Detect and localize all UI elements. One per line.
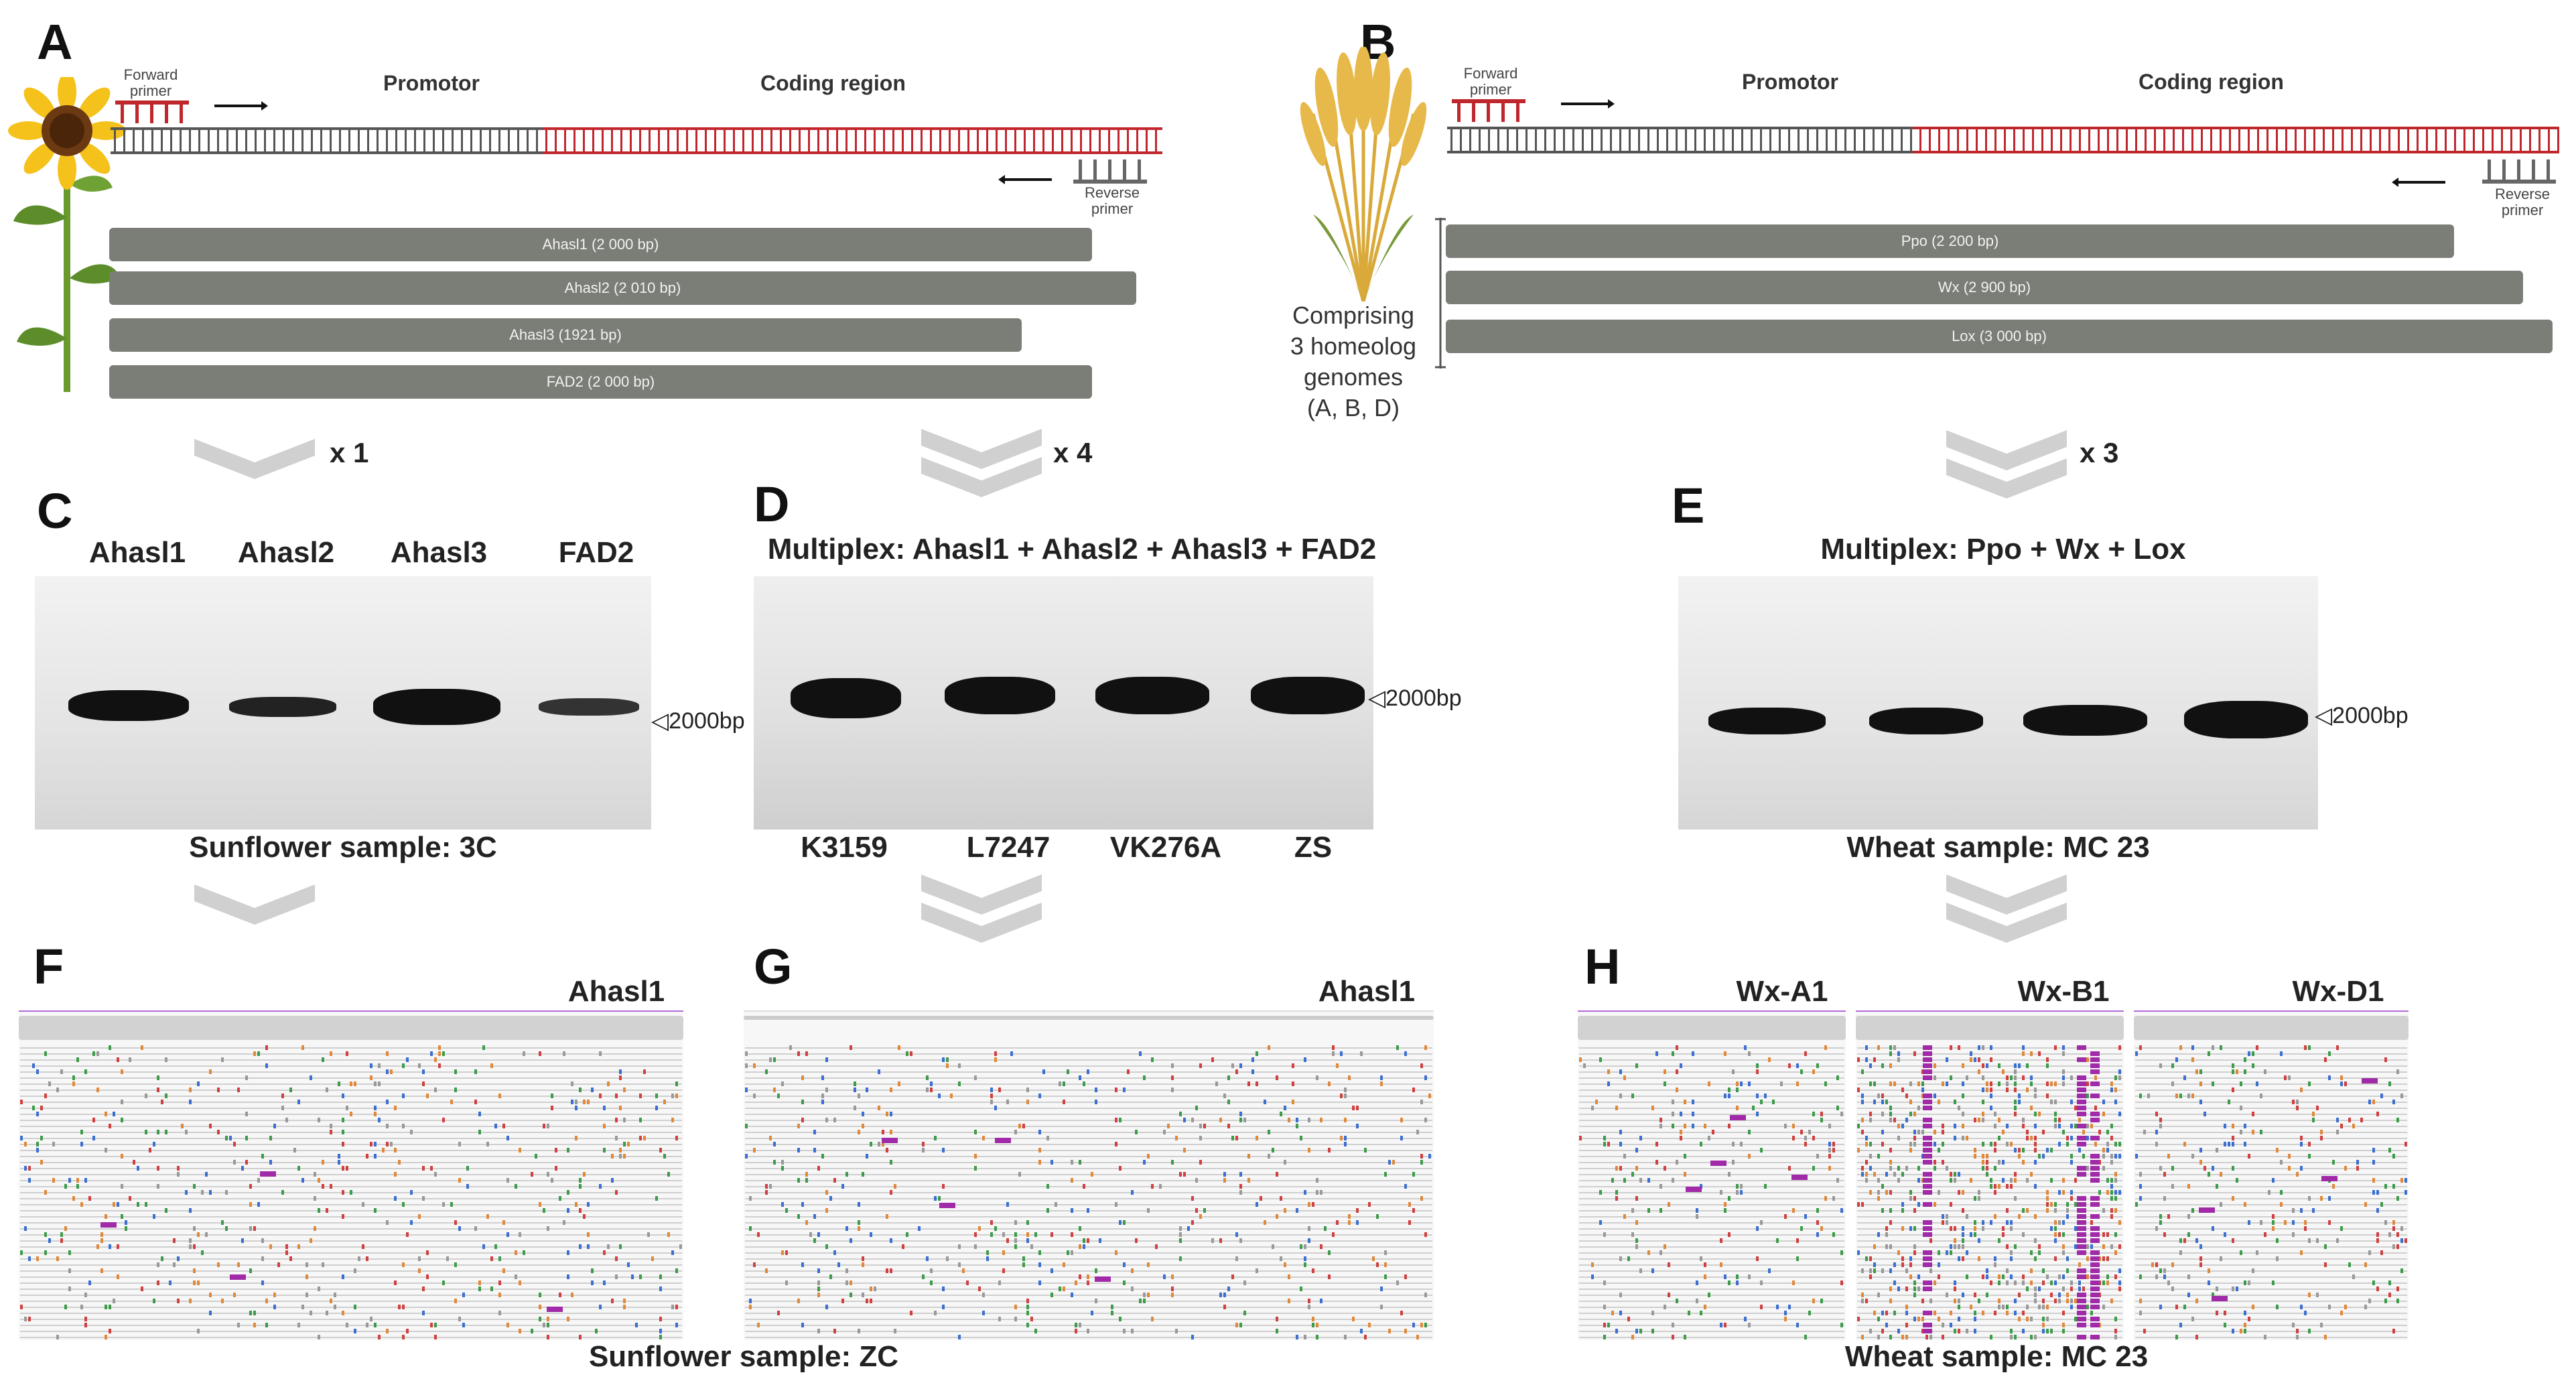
reads-h-gene-2: Wx-B1 bbox=[2017, 975, 2110, 1008]
coverage-track-h-a1 bbox=[1578, 1016, 1846, 1040]
amplicon-ppo: Ppo (2 200 bp) bbox=[1446, 224, 2454, 258]
gel-c-band-3 bbox=[373, 689, 500, 725]
homeolog-note: Comprising 3 homeolog genomes (A, B, D) bbox=[1290, 302, 1417, 421]
read-alignment-h-d1 bbox=[2134, 1010, 2409, 1340]
gel-d-lane-label-1: K3159 bbox=[801, 831, 888, 864]
reads-g-gene: Ahasl1 bbox=[1318, 975, 1416, 1008]
gel-image-c bbox=[35, 576, 651, 830]
panel-label-e: E bbox=[1672, 478, 1705, 533]
chevron-d-to-g bbox=[921, 874, 1042, 943]
gel-e-marker-label: 2000bp bbox=[2332, 703, 2409, 728]
gel-e-band-2 bbox=[1869, 708, 1983, 734]
homeolog-bracket bbox=[1435, 218, 1446, 369]
chevron-b-to-e bbox=[1946, 430, 2067, 499]
gel-c-lane-label-1: Ahasl1 bbox=[88, 536, 186, 569]
gel-d-lane-label-4: ZS bbox=[1294, 831, 1333, 864]
gel-e-band-1 bbox=[1708, 708, 1826, 734]
triangle-marker-icon: ◁ bbox=[651, 708, 669, 734]
gel-c-band-2 bbox=[229, 697, 336, 717]
chevron-c-to-f bbox=[194, 884, 315, 925]
read-alignment-g bbox=[744, 1010, 1434, 1340]
gel-e-title: Multiplex: Ppo + Wx + Lox bbox=[1820, 533, 2186, 566]
forward-primer-label-b: Forward primer bbox=[1463, 65, 1518, 98]
panel-label-f: F bbox=[33, 939, 64, 994]
promotor-label-b: Promotor bbox=[1742, 70, 1838, 94]
multiplier-x4: x 4 bbox=[1053, 437, 1093, 468]
gel-c-lane-label-2: Ahasl2 bbox=[237, 536, 335, 569]
read-alignment-h-a1 bbox=[1578, 1010, 1846, 1340]
amplicon-ahasl2: Ahasl2 (2 010 bp) bbox=[109, 271, 1136, 305]
panel-label-h: H bbox=[1584, 939, 1621, 994]
gel-c-lane-label-4: FAD2 bbox=[558, 536, 634, 569]
gel-c-lane-label-3: Ahasl3 bbox=[390, 536, 488, 569]
panel-label-c: C bbox=[37, 483, 73, 539]
coverage-track-h-b1 bbox=[1856, 1016, 2124, 1040]
coding-region-label-b: Coding region bbox=[2139, 70, 2284, 94]
panel-label-d: D bbox=[754, 476, 790, 532]
wheat-illustration bbox=[1300, 47, 1427, 302]
gel-image-d bbox=[754, 576, 1373, 830]
amplicon-wx: Wx (2 900 bp) bbox=[1446, 271, 2523, 304]
gel-d-band-2 bbox=[945, 677, 1055, 714]
reads-h-gene-1: Wx-A1 bbox=[1736, 975, 1828, 1008]
forward-primer-a bbox=[115, 101, 189, 123]
coverage-track-g bbox=[744, 1016, 1434, 1020]
chevron-a-to-c bbox=[194, 439, 315, 479]
coding-region-label-a: Coding region bbox=[760, 71, 906, 95]
read-alignment-h-b1 bbox=[1856, 1010, 2124, 1340]
reads-h-caption: Wheat sample: MC 23 bbox=[1844, 1340, 2149, 1373]
gel-e-size-marker: ◁2000bp bbox=[2315, 702, 2409, 729]
gel-e-caption: Wheat sample: MC 23 bbox=[1846, 831, 2150, 864]
chevron-e-to-h bbox=[1946, 874, 2067, 943]
gel-c-band-1 bbox=[68, 690, 189, 721]
amplicon-ahasl1: Ahasl1 (2 000 bp) bbox=[109, 228, 1092, 261]
gel-e-band-4 bbox=[2184, 701, 2308, 738]
reads-g-caption: Sunflower sample: ZC bbox=[588, 1340, 899, 1373]
dna-strand-b bbox=[1447, 127, 2559, 153]
gel-d-lane-label-2: L7247 bbox=[966, 831, 1050, 864]
gel-d-marker-label: 2000bp bbox=[1385, 685, 1462, 711]
reverse-primer-label-b: Reverse primer bbox=[2495, 186, 2550, 218]
reads-h-gene-3: Wx-D1 bbox=[2292, 975, 2384, 1008]
panel-label-g: G bbox=[754, 939, 793, 994]
reverse-primer-a bbox=[1073, 159, 1147, 184]
reads-f-gene: Ahasl1 bbox=[567, 975, 665, 1008]
forward-primer-b bbox=[1452, 99, 1526, 122]
reverse-primer-b bbox=[2482, 159, 2556, 184]
multiplier-x3: x 3 bbox=[2080, 437, 2119, 468]
gel-d-band-1 bbox=[791, 678, 901, 718]
triangle-marker-icon: ◁ bbox=[1368, 685, 1386, 711]
multiplier-x1: x 1 bbox=[330, 437, 369, 468]
forward-arrow-b bbox=[1561, 99, 1615, 109]
sunflower-illustration bbox=[8, 77, 126, 392]
gel-d-band-4 bbox=[1251, 677, 1365, 714]
dna-strand-a bbox=[111, 127, 1162, 154]
gel-c-marker-label: 2000bp bbox=[669, 708, 745, 734]
reverse-arrow-a bbox=[998, 175, 1052, 184]
read-alignment-f bbox=[19, 1010, 683, 1340]
coverage-track-f bbox=[19, 1016, 683, 1040]
amplicon-lox: Lox (3 000 bp) bbox=[1446, 320, 2553, 353]
gel-e-band-3 bbox=[2023, 705, 2147, 736]
gel-image-e bbox=[1678, 576, 2318, 830]
forward-arrow-a bbox=[214, 101, 268, 111]
amplicon-ahasl3: Ahasl3 (1921 bp) bbox=[109, 318, 1022, 352]
triangle-marker-icon: ◁ bbox=[2315, 703, 2333, 728]
gel-d-lane-label-3: VK276A bbox=[1109, 831, 1222, 864]
gel-c-band-4 bbox=[539, 698, 639, 716]
gel-c-caption: Sunflower sample: 3C bbox=[189, 831, 497, 864]
reverse-arrow-b bbox=[2392, 178, 2445, 187]
panel-label-a: A bbox=[37, 14, 73, 70]
chevron-a-to-d bbox=[921, 429, 1042, 497]
gel-d-title: Multiplex: Ahasl1 + Ahasl2 + Ahasl3 + FA… bbox=[767, 533, 1377, 566]
gel-d-band-3 bbox=[1095, 677, 1209, 714]
coverage-track-h-d1 bbox=[2134, 1016, 2409, 1040]
amplicon-fad2: FAD2 (2 000 bp) bbox=[109, 365, 1092, 399]
gel-c-size-marker: ◁2000bp bbox=[651, 708, 745, 734]
promotor-label-a: Promotor bbox=[383, 71, 480, 95]
gel-d-size-marker: ◁2000bp bbox=[1368, 685, 1462, 712]
reverse-primer-label-a: Reverse primer bbox=[1085, 184, 1140, 217]
forward-primer-label-a: Forward primer bbox=[123, 66, 178, 99]
